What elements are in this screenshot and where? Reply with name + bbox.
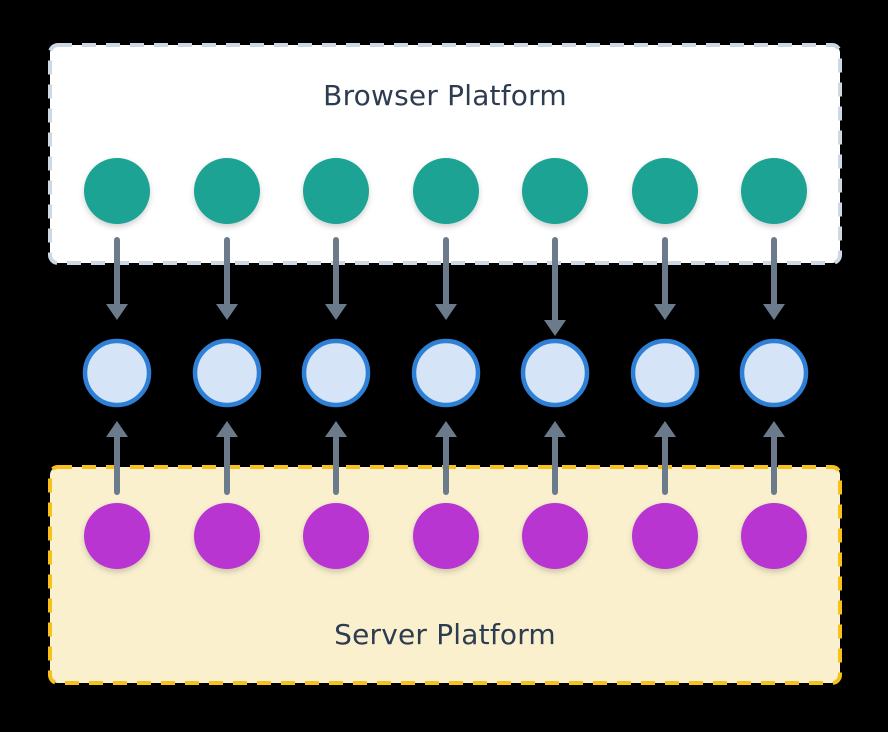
server-node xyxy=(194,503,260,569)
down-arrow-head-icon xyxy=(763,304,785,320)
browser-node xyxy=(522,158,588,224)
server-node xyxy=(413,503,479,569)
down-arrow-head-icon xyxy=(106,304,128,320)
browser-node xyxy=(194,158,260,224)
up-arrow-head-icon xyxy=(435,421,457,437)
browser-node xyxy=(632,158,698,224)
nodes-group xyxy=(82,158,809,569)
browser-node xyxy=(741,158,807,224)
server-node xyxy=(84,503,150,569)
up-arrow-head-icon xyxy=(325,421,347,437)
server-platform-label: Server Platform xyxy=(334,618,556,651)
bridge-node xyxy=(82,338,152,408)
down-arrow-head-icon xyxy=(654,304,676,320)
down-arrow-head-icon xyxy=(325,304,347,320)
up-arrow-head-icon xyxy=(654,421,676,437)
up-arrow-head-icon xyxy=(216,421,238,437)
browser-node xyxy=(303,158,369,224)
down-arrow-head-icon xyxy=(544,320,566,336)
bridge-node xyxy=(520,338,590,408)
server-node xyxy=(303,503,369,569)
browser-node xyxy=(413,158,479,224)
browser-node xyxy=(84,158,150,224)
bridge-node xyxy=(192,338,262,408)
server-node xyxy=(522,503,588,569)
down-arrows-group xyxy=(106,237,785,336)
up-arrow-head-icon xyxy=(106,421,128,437)
bridge-node xyxy=(739,338,809,408)
bridge-node xyxy=(301,338,371,408)
browser-platform-box xyxy=(48,43,842,265)
up-arrows-group xyxy=(106,421,785,495)
browser-platform-label: Browser Platform xyxy=(323,79,567,112)
server-node xyxy=(632,503,698,569)
down-arrow-head-icon xyxy=(435,304,457,320)
up-arrow-head-icon xyxy=(544,421,566,437)
down-arrow-head-icon xyxy=(216,304,238,320)
up-arrow-head-icon xyxy=(763,421,785,437)
bridge-node xyxy=(411,338,481,408)
server-node xyxy=(741,503,807,569)
bridge-node xyxy=(630,338,700,408)
